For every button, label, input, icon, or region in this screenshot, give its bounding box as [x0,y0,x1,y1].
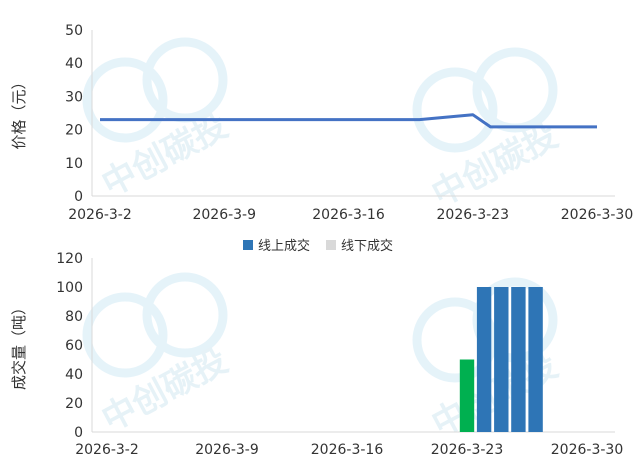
volume-x-tick-labels: 2026-3-2 2026-3-9 2026-3-16 2026-3-23 2026-3… [75,442,623,458]
volume-x-tick: 2026-3-9 [195,442,259,458]
volume-bar [494,287,509,432]
volume-bar [511,287,526,432]
volume-y-tick: 80 [65,309,83,325]
price-x-tick: 2026-3-2 [68,207,132,223]
volume-y-tick: 20 [65,396,83,412]
legend-swatch-offline [326,240,336,250]
price-y-tick: 10 [65,156,83,172]
price-y-tick: 50 [65,23,83,39]
volume-y-tick-labels: 0 20 40 60 80 100 120 [56,251,83,441]
price-series-line [100,113,597,129]
watermark-logo-0: 中创碳投 [82,37,234,205]
volume-x-tick: 2026-3-30 [551,442,623,458]
volume-x-tick: 2026-3-16 [311,442,384,458]
watermark-logo-text: 中创碳投 [425,116,564,215]
watermark-ring [412,297,498,383]
price-x-tick: 2026-3-23 [437,207,509,223]
volume-legend: 线上成交 线下成交 [243,238,393,254]
price-x-tick: 2026-3-30 [561,207,633,223]
legend-swatch-online [243,240,253,250]
watermark-logo-2: 中创碳投 [82,272,234,440]
volume-x-tick: 2026-3-23 [431,442,503,458]
watermark-ring [82,57,168,143]
price-y-tick: 40 [65,56,83,72]
watermark-ring [142,37,228,123]
volume-y-tick: 100 [56,280,83,296]
volume-bar [459,359,475,432]
watermark-ring [412,67,498,153]
volume-y-axis-label: 成交量（吨） [10,300,28,390]
volume-y-tick: 0 [74,425,83,441]
price-x-tick: 2026-3-16 [312,207,385,223]
volume-bar [528,287,543,432]
watermark-logo-1: 中创碳投 [412,47,564,215]
price-y-tick: 0 [74,189,83,205]
volume-bars [459,287,543,432]
legend-label-offline: 线下成交 [341,238,393,254]
legend-label-online: 线上成交 [258,238,310,254]
watermark-ring [142,272,228,358]
volume-y-tick: 60 [65,338,83,354]
volume-y-tick: 40 [65,367,83,383]
volume-y-tick: 120 [56,251,83,267]
watermark-layer: 中创碳投中创碳投中创碳投中创碳投 [82,37,564,445]
price-y-tick-labels: 0 10 20 30 40 50 [65,23,83,205]
watermark-logo-text: 中创碳投 [95,341,234,440]
price-y-tick: 30 [65,89,83,105]
price-y-tick: 20 [65,123,83,139]
price-y-axis-label: 价格（元） [10,74,28,149]
watermark-ring [82,292,168,378]
volume-bar [476,287,492,432]
volume-x-tick: 2026-3-2 [75,442,139,458]
price-x-tick-labels: 2026-3-2 2026-3-9 2026-3-16 2026-3-23 2026-3… [68,207,633,223]
volume-bar-chart: 0 20 40 60 80 100 120 2026-3-2 2026-3-9 2026-3-1… [10,251,623,458]
price-x-tick: 2026-3-9 [192,207,256,223]
